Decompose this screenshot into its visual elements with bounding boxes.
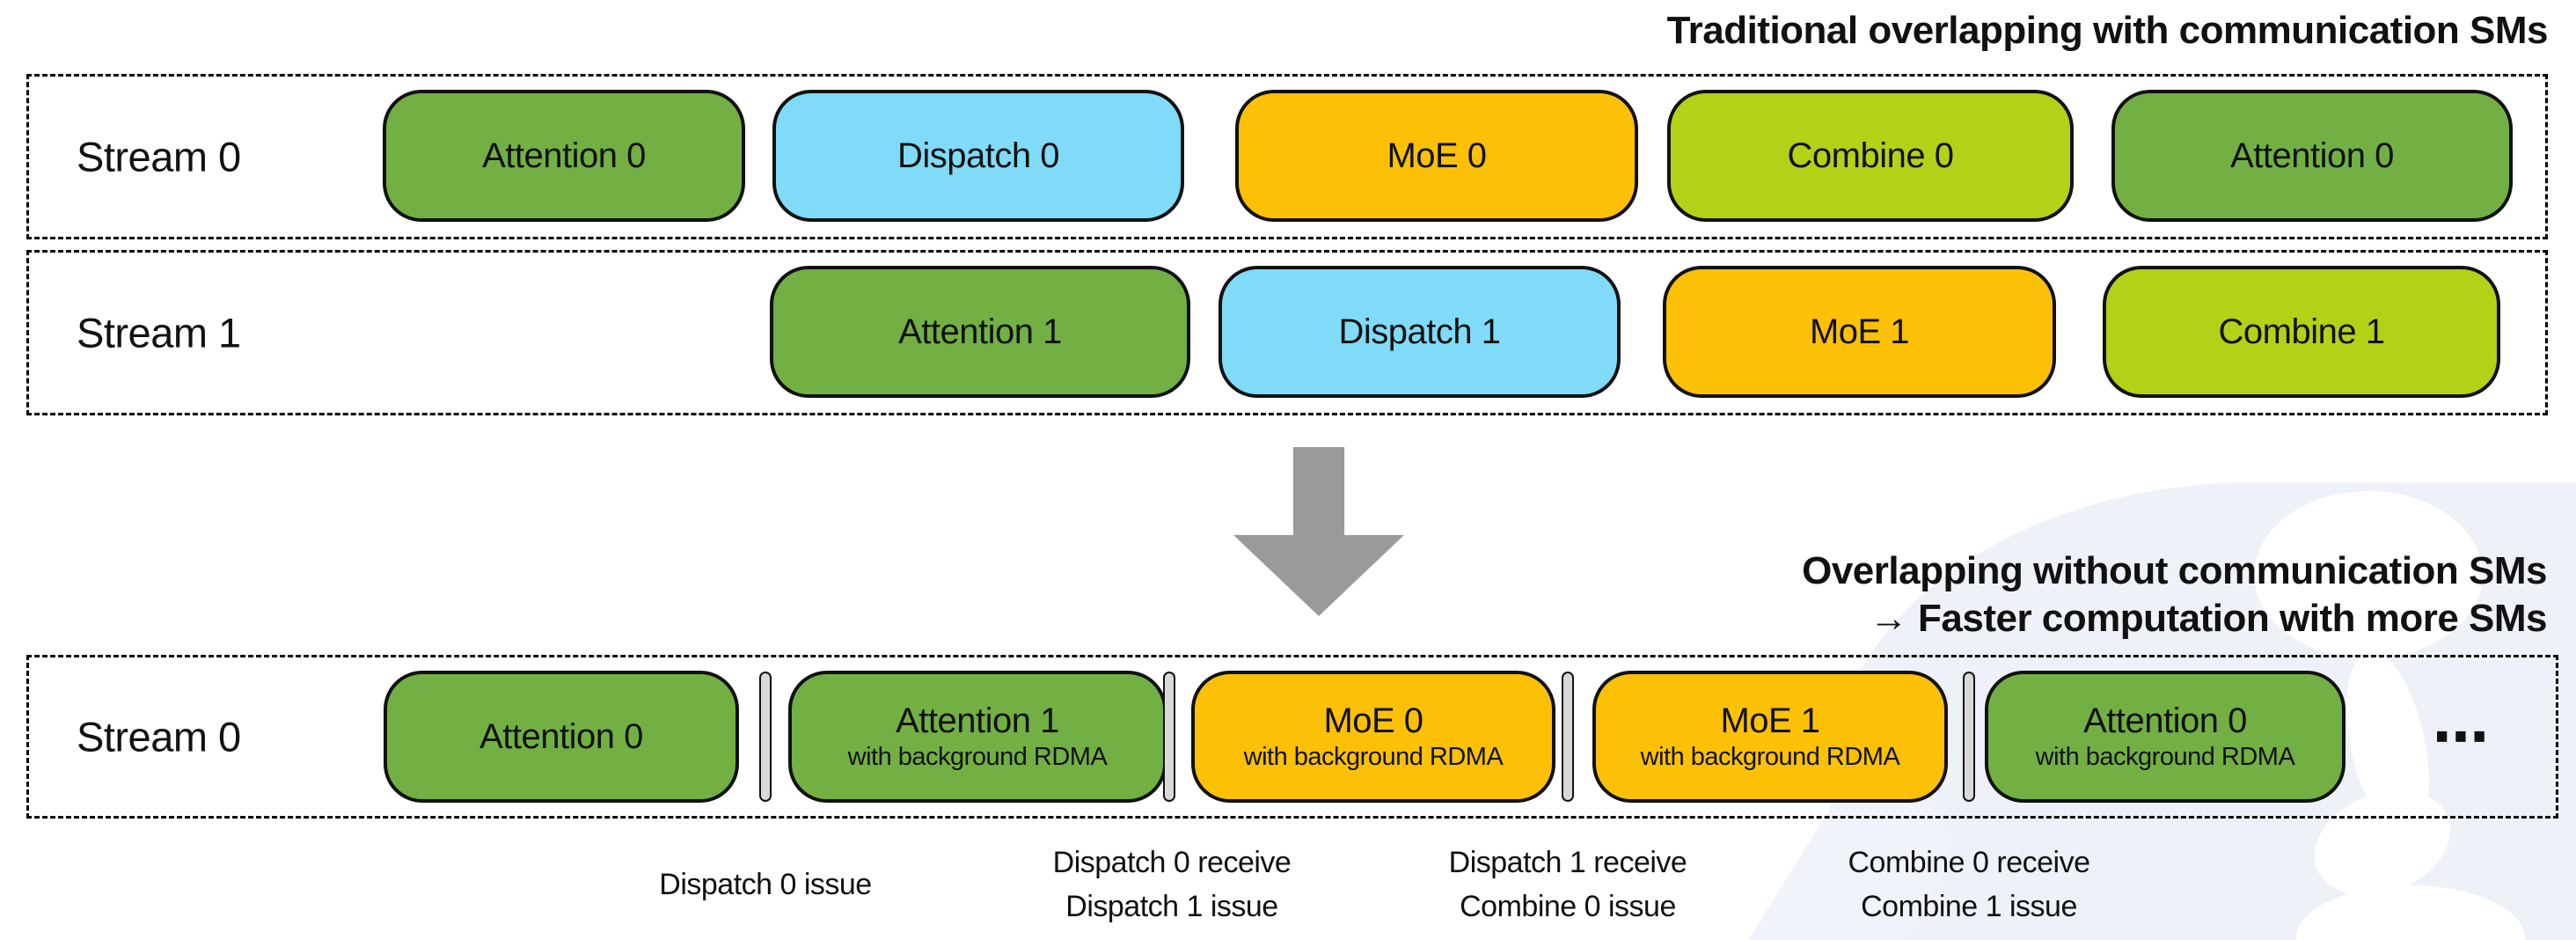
block-sublabel: with background RDMA [2035, 743, 2295, 771]
block-moe-1: MoE 1 [1663, 266, 2056, 398]
separator-bar [1163, 672, 1175, 802]
block-label: Attention 1 [898, 312, 1062, 351]
block-sublabel: with background RDMA [1243, 743, 1504, 771]
annotation-line: Dispatch 1 receive [1448, 846, 1687, 879]
annotation-line: Dispatch 1 issue [1065, 890, 1278, 923]
block-label: MoE 1 [1809, 312, 1910, 351]
block-attention-0: Attention 0 [383, 90, 745, 222]
annotation-dispatch-0-issue: Dispatch 0 issue [519, 834, 1012, 935]
annotation-dispatch-1-receive: Dispatch 1 receive Combine 0 issue [1321, 834, 1814, 935]
annotation-combine-0-receive: Combine 0 receive Combine 1 issue [1723, 834, 2215, 935]
block-label: MoE 0 [1323, 701, 1423, 740]
down-arrow-icon [1233, 447, 1404, 616]
block-attention-1: Attention 1 [770, 266, 1190, 398]
block-label: Dispatch 1 [1338, 312, 1501, 351]
block-label: Attention 0 [479, 717, 643, 756]
stream-1-row-traditional: Stream 1 Attention 1 Dispatch 1 MoE 1 Co… [26, 250, 2548, 415]
stream-0-row-traditional: Stream 0 Attention 0 Dispatch 0 MoE 0 Co… [26, 74, 2548, 239]
stream-0-label-merged: Stream 0 [77, 713, 241, 760]
annotation-line: Combine 1 issue [1861, 890, 2077, 923]
title-line-2: → Faster computation with more SMs [1869, 597, 2548, 640]
annotation-line: Combine 0 receive [1848, 846, 2090, 879]
block-label: Dispatch 0 [897, 136, 1059, 175]
separator-bar [759, 672, 772, 802]
block-attention-1-rdma: Attention 1 with background RDMA [788, 671, 1167, 803]
separator-bar [1963, 672, 1975, 802]
block-attention-0-merged: Attention 0 [384, 671, 739, 803]
block-label: Combine 0 [1787, 136, 1954, 175]
annotation-line: Dispatch 0 issue [659, 868, 872, 901]
block-label: Combine 1 [2218, 312, 2385, 351]
block-sublabel: with background RDMA [847, 743, 1108, 771]
block-label: Attention 0 [2230, 136, 2394, 175]
annotation-dispatch-0-receive: Dispatch 0 receive Dispatch 1 issue [926, 834, 1418, 935]
block-attention-0-next: Attention 0 [2111, 90, 2513, 222]
block-label: MoE 1 [1720, 701, 1820, 740]
stream-1-label: Stream 1 [77, 309, 241, 356]
block-label: Attention 0 [482, 136, 646, 175]
block-combine-1: Combine 1 [2103, 266, 2500, 398]
stream-0-row-merged: Stream 0 Attention 0 Attention 1 with ba… [26, 655, 2558, 819]
block-combine-0: Combine 0 [1667, 90, 2074, 222]
block-label: Attention 0 [2083, 701, 2247, 740]
title-overlapping-without-sms: Overlapping without communication SMs → … [1802, 547, 2547, 643]
block-moe-1-rdma: MoE 1 with background RDMA [1592, 671, 1948, 803]
separator-bar [1562, 672, 1574, 802]
block-dispatch-1: Dispatch 1 [1218, 266, 1621, 398]
block-moe-0-rdma: MoE 0 with background RDMA [1191, 671, 1555, 803]
block-attention-0-rdma: Attention 0 with background RDMA [1985, 671, 2345, 803]
block-sublabel: with background RDMA [1640, 743, 1900, 771]
annotation-line: Dispatch 0 receive [1052, 846, 1292, 879]
block-moe-0: MoE 0 [1235, 90, 1638, 222]
block-dispatch-0: Dispatch 0 [772, 90, 1184, 222]
annotation-line: Combine 0 issue [1460, 890, 1676, 923]
stream-0-label: Stream 0 [77, 133, 241, 180]
block-label: Attention 1 [896, 701, 1059, 740]
title-traditional-overlapping: Traditional overlapping with communicati… [1666, 9, 2549, 52]
block-label: MoE 0 [1387, 136, 1487, 175]
watermark-cutout [2254, 491, 2483, 658]
continuation-ellipsis: ⋯ [2433, 704, 2491, 768]
title-line-1: Overlapping without communication SMs [1802, 549, 2547, 592]
